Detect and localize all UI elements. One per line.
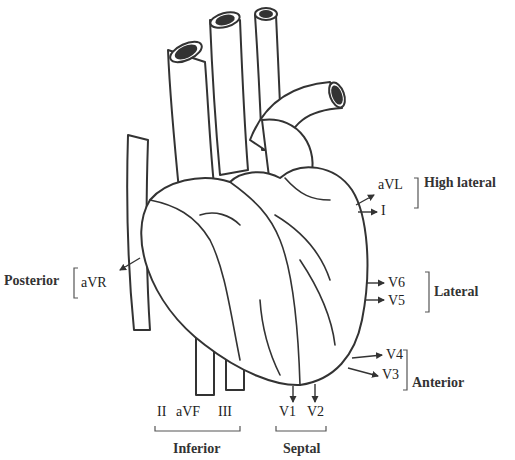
lead-label: V2 (307, 403, 324, 421)
region-label: High lateral (424, 174, 496, 192)
lead-label: III (218, 403, 232, 421)
lead-label: aVL (378, 176, 403, 194)
region-label: Inferior (173, 440, 220, 458)
lead-label: II (157, 403, 166, 421)
lead-label: V6 (388, 274, 405, 292)
region-label: Posterior (4, 272, 59, 290)
region-label: Lateral (434, 283, 478, 301)
lead-label: V4 (386, 346, 403, 364)
region-label: Septal (283, 440, 320, 458)
lead-label: V1 (279, 403, 296, 421)
region-label: Anterior (412, 374, 464, 392)
lead-label: aVR (81, 274, 107, 292)
lead-label: I (381, 202, 386, 220)
lead-label: V5 (388, 292, 405, 310)
lead-label: aVF (176, 403, 200, 421)
lead-label: V3 (382, 366, 399, 384)
